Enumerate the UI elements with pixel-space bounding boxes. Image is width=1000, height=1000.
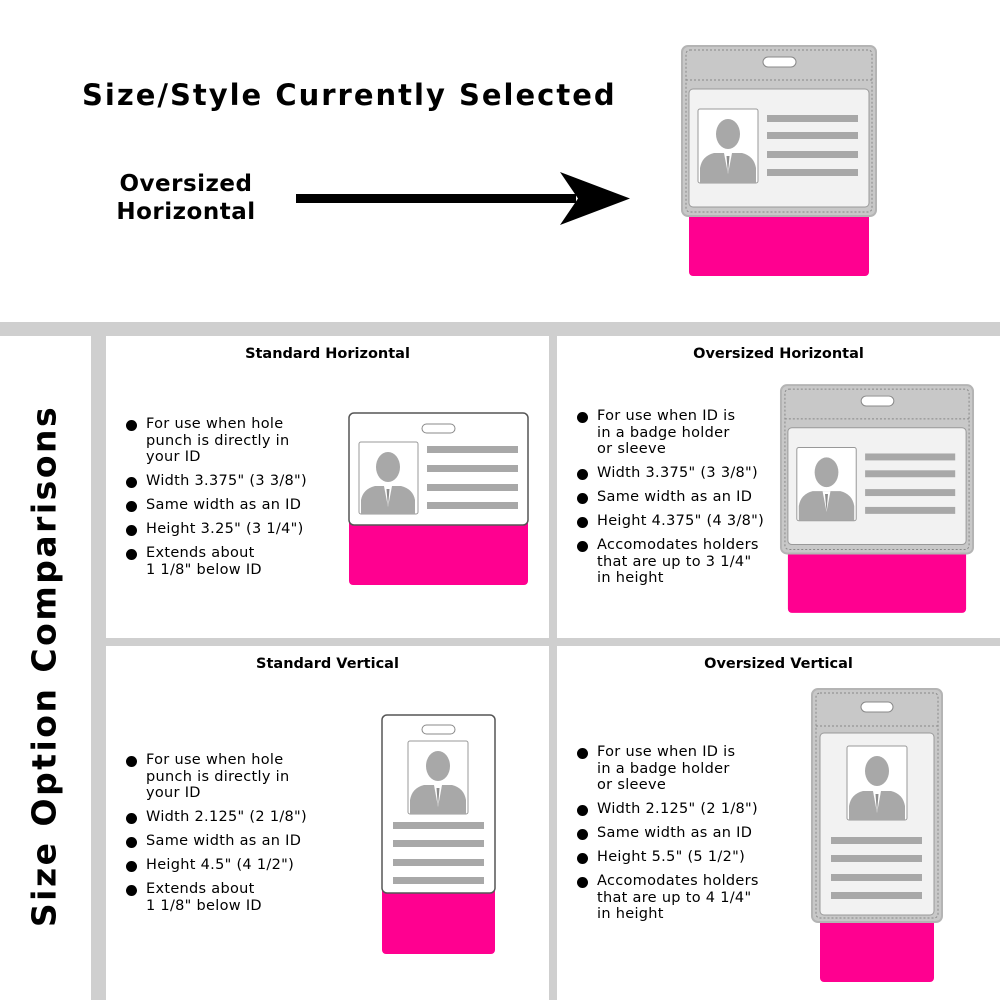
feature-text: Height 4.5" (4 1/2") [146,857,295,873]
feature-text: your ID [146,785,201,801]
feature-item: Width 3.375" (3 3/8") [577,465,764,482]
oversized-vertical-badge-preview [811,688,943,982]
feature-item: Height 3.25" (3 1/4") [126,521,307,538]
panel-oversized-horizontal: Oversized Horizontal For use when ID is … [557,336,1000,638]
feature-text: For use when hole [146,752,284,768]
standard-vertical-badge-preview [381,714,496,954]
feature-text: Same width as an ID [146,497,302,513]
selected-style-label: Oversized Horizontal [96,170,276,226]
feature-text: in height [597,570,664,586]
oversized-horizontal-badge-preview [681,45,877,276]
feature-text: Width 2.125" (2 1/8") [597,801,758,817]
feature-item: Width 2.125" (2 1/8") [126,809,307,826]
feature-text: 1 1/8" below ID [146,897,262,914]
page-title: Size/Style Currently Selected [82,78,617,112]
feature-item: Accomodates holders that are up to 4 1/4… [577,873,759,923]
feature-item: Height 4.5" (4 1/2") [126,857,307,874]
feature-text: Same width as an ID [146,833,302,849]
feature-text: Accomodates holders [597,537,759,553]
feature-item: For use when ID is in a badge holder or … [577,408,764,458]
panel-title: Standard Horizontal [245,346,410,362]
side-divider [91,336,106,1000]
feature-text: Width 3.375" (3 3/8") [597,465,758,481]
panel-title: Oversized Horizontal [693,346,864,362]
arrow-right-icon [296,172,630,225]
feature-text: Width 3.375" (3 3/8") [146,473,307,489]
feature-item: For use when hole punch is directly in y… [126,752,307,802]
feature-text: For use when ID is [597,744,736,760]
feature-item: Extends about 1 1/8" below ID [126,545,307,578]
feature-text: Extends about [146,545,255,561]
feature-item: Same width as an ID [577,825,759,842]
feature-item: Width 3.375" (3 3/8") [126,473,307,490]
feature-text: or sleeve [597,777,667,793]
panel-standard-horizontal: Standard Horizontal For use when hole pu… [106,336,549,638]
feature-item: Same width as an ID [577,489,764,506]
feature-item: Accomodates holders that are up to 3 1/4… [577,537,764,587]
feature-text: Height 5.5" (5 1/2") [597,849,746,865]
section-divider [0,322,1000,336]
selected-style-line-2: Horizontal [116,199,256,225]
selected-style-line-1: Oversized [119,171,253,197]
section-title: Size Option Comparisons [24,404,64,928]
feature-list: For use when ID is in a badge holder or … [577,408,764,594]
feature-text: or sleeve [597,441,667,457]
panel-title: Oversized Vertical [704,656,853,672]
feature-text: in a badge holder [597,424,730,441]
panel-standard-vertical: Standard Vertical For use when hole punc… [106,646,549,1000]
feature-text: Same width as an ID [597,825,753,841]
feature-item: For use when ID is in a badge holder or … [577,744,759,794]
feature-text: 1 1/8" below ID [146,561,262,578]
feature-list: For use when ID is in a badge holder or … [577,744,759,930]
panel-oversized-vertical: Oversized Vertical For use when ID is in… [557,646,1000,1000]
feature-item: Width 2.125" (2 1/8") [577,801,759,818]
feature-item: For use when hole punch is directly in y… [126,416,307,466]
feature-item: Same width as an ID [126,833,307,850]
feature-text: that are up to 3 1/4" [597,553,752,570]
column-divider [549,336,557,1000]
feature-text: For use when ID is [597,408,736,424]
feature-text: Height 4.375" (4 3/8") [597,513,765,529]
feature-text: punch is directly in [146,432,290,449]
feature-list: For use when hole punch is directly in y… [126,752,307,922]
feature-text: Width 2.125" (2 1/8") [146,809,307,825]
feature-text: in height [597,906,664,922]
feature-text: Extends about [146,881,255,897]
feature-item: Same width as an ID [126,497,307,514]
feature-text: Accomodates holders [597,873,759,889]
feature-item: Height 5.5" (5 1/2") [577,849,759,866]
row-divider [106,638,1000,646]
feature-text: For use when hole [146,416,284,432]
feature-text: that are up to 4 1/4" [597,889,752,906]
feature-text: your ID [146,449,201,465]
feature-text: in a badge holder [597,760,730,777]
standard-horizontal-badge-preview [348,412,529,585]
feature-item: Extends about 1 1/8" below ID [126,881,307,914]
feature-item: Height 4.375" (4 3/8") [577,513,764,530]
feature-text: Height 3.25" (3 1/4") [146,521,304,537]
feature-text: Same width as an ID [597,489,753,505]
feature-text: punch is directly in [146,768,290,785]
feature-list: For use when hole punch is directly in y… [126,416,307,586]
oversized-horizontal-badge-preview [779,384,975,613]
panel-title: Standard Vertical [256,656,399,672]
